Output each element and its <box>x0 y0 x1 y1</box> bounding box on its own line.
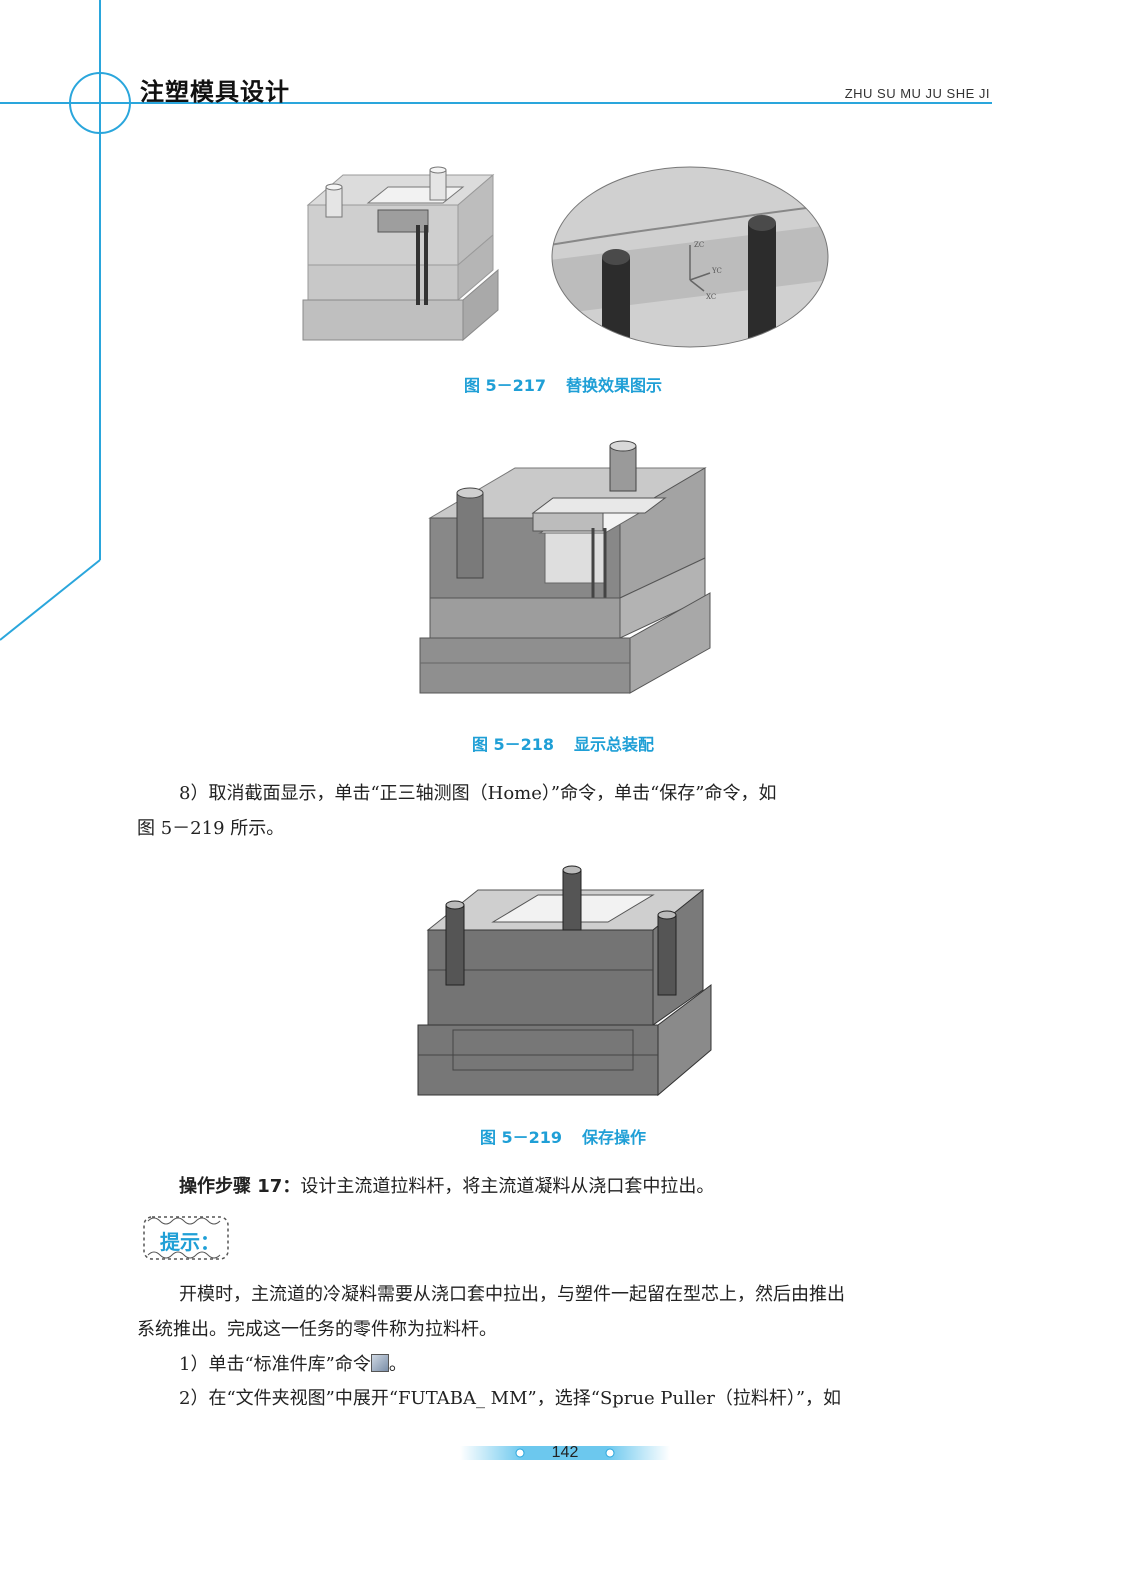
list-item-1-suffix: 。 <box>388 1354 407 1375</box>
tip-paragraph-text1: 开模时，主流道的冷凝料需要从浇口套中拉出，与塑件一起留在型芯上，然后由推出 <box>179 1284 845 1305</box>
tip-paragraph-line2: 系统推出。完成这一任务的零件称为拉料杆。 <box>137 1313 993 1346</box>
axis-label-zc: ZC <box>694 241 704 249</box>
list-item-1: 1）单击“标准件库”命令。 <box>137 1348 993 1381</box>
paragraph-step8-line2: 图 5－219 所示。 <box>137 818 285 839</box>
list-item-2-text: 2）在“文件夹视图”中展开“FUTABA_ MM”，选择“Sprue Pulle… <box>179 1388 842 1409</box>
header-decoration <box>0 0 992 641</box>
figure-217-caption: 图 5－217 替换效果图示 <box>313 372 813 396</box>
paragraph-step8-cont: 图 5－219 所示。 <box>137 812 993 845</box>
axis-label-xc: XC <box>706 293 716 301</box>
figure-218-number: 图 5－218 <box>471 735 555 754</box>
figure-219-number: 图 5－219 <box>479 1128 563 1147</box>
figure-217-number: 图 5－217 <box>463 376 547 395</box>
standard-parts-library-icon <box>370 1354 389 1372</box>
step17-paragraph: 操作步骤 17：设计主流道拉料杆，将主流道凝料从浇口套中拉出。 <box>137 1170 993 1203</box>
book-title-pinyin: ZHU SU MU JU SHE JI <box>844 86 990 101</box>
tip-paragraph-text2: 系统推出。完成这一任务的零件称为拉料杆。 <box>137 1319 497 1340</box>
figure-219-image <box>417 865 712 1097</box>
figure-217-mold-image <box>302 166 499 342</box>
tip-label: 提示： <box>160 1230 220 1254</box>
step17-label: 操作步骤 17： <box>179 1176 301 1197</box>
list-item-1-text: 1）单击“标准件库”命令 <box>179 1354 371 1375</box>
figure-218-title: 显示总装配 <box>574 735 655 754</box>
list-item-2: 2）在“文件夹视图”中展开“FUTABA_ MM”，选择“Sprue Pulle… <box>137 1382 993 1415</box>
step17-text: 设计主流道拉料杆，将主流道凝料从浇口套中拉出。 <box>300 1176 715 1197</box>
figure-218-caption: 图 5－218 显示总装配 <box>313 731 813 755</box>
page-number: 142 <box>551 1444 579 1461</box>
axis-label-yc: YC <box>711 267 722 275</box>
page-number-ribbon <box>460 1446 670 1460</box>
book-title: 注塑模具设计 <box>140 78 290 106</box>
figure-217-zoom-image: ZC YC XC <box>551 166 829 348</box>
figure-217-title: 替换效果图示 <box>566 376 663 395</box>
tip-paragraph-line1: 开模时，主流道的冷凝料需要从浇口套中拉出，与塑件一起留在型芯上，然后由推出 <box>137 1278 993 1311</box>
tip-frame-decoration <box>143 1216 229 1260</box>
paragraph-step8-line1: 8）取消截面显示，单击“正三轴测图（Home）”命令，单击“保存”命令，如 <box>179 783 777 804</box>
paragraph-step8: 8）取消截面显示，单击“正三轴测图（Home）”命令，单击“保存”命令，如 <box>137 777 993 810</box>
figure-219-title: 保存操作 <box>582 1128 647 1147</box>
figure-219-caption: 图 5－219 保存操作 <box>313 1124 813 1148</box>
figure-218-image <box>419 440 711 694</box>
